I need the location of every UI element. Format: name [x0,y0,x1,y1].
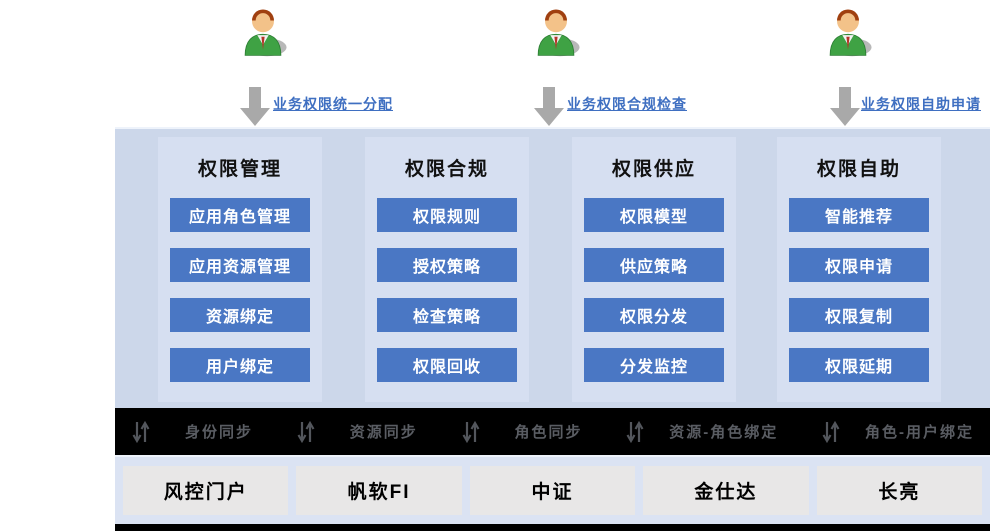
sync-item: 角色-用户绑定 [821,419,974,445]
feature-chip: 智能推荐 [789,198,929,232]
feature-chip: 权限分发 [584,298,724,332]
feature-chip: 分发监控 [584,348,724,382]
system-box: 金仕达 [643,466,809,515]
down-arrow-icon [830,87,860,126]
column-title: 权限合规 [404,159,489,180]
down-arrow-icon [534,87,564,126]
sync-bar: 身份同步 资源同步 角色同步 资源-角色绑定 [115,408,990,455]
feature-chip: 应用资源管理 [170,248,310,282]
flow-label: 业务权限自助申请 [861,96,981,112]
column-permission-provision: 权限供应 权限模型 供应策略 权限分发 分发监控 [572,137,736,402]
sync-label: 身份同步 [185,424,254,441]
person-icon [829,9,872,57]
platform-panel: 权限管理 应用角色管理 应用资源管理 资源绑定 用户绑定 权限合规 权限规则 授… [115,127,990,408]
feature-chip: 应用角色管理 [170,198,310,232]
person-icon [537,9,580,57]
system-box: 帆软FI [296,466,462,515]
feature-chip: 检查策略 [377,298,517,332]
column-permission-management: 权限管理 应用角色管理 应用资源管理 资源绑定 用户绑定 [158,137,322,402]
column-permission-compliance: 权限合规 权限规则 授权策略 检查策略 权限回收 [365,137,529,402]
flow-label: 业务权限合规检查 [567,96,687,112]
feature-chip: 权限申请 [789,248,929,282]
feature-chip: 权限回收 [377,348,517,382]
sync-arrows-icon [626,420,644,443]
sync-item: 资源同步 [296,419,418,445]
sync-item: 资源-角色绑定 [625,419,778,445]
systems-panel: 风控门户 帆软FI 中证 金仕达 长亮 [115,455,990,524]
sync-label: 资源同步 [349,424,418,441]
feature-chip: 授权策略 [377,248,517,282]
system-box: 长亮 [816,466,983,515]
column-title: 权限自助 [816,159,901,180]
system-box: 风控门户 [123,466,289,515]
sync-arrows-icon [462,420,479,443]
sync-item: 角色同步 [461,419,583,445]
feature-chip: 权限模型 [584,198,724,232]
sync-arrows-icon [297,420,315,443]
flow-label: 业务权限统一分配 [273,96,393,112]
feature-chip: 权限延期 [789,348,929,382]
bottom-divider [115,524,990,531]
sync-label: 资源-角色绑定 [669,424,779,441]
sync-arrows-icon [132,420,150,443]
feature-chip: 资源绑定 [170,298,310,332]
column-permission-selfservice: 权限自助 智能推荐 权限申请 权限复制 权限延期 [777,137,941,402]
column-title: 权限管理 [197,159,282,180]
system-box: 中证 [469,466,636,515]
sync-arrows-icon [822,420,840,443]
feature-chip: 权限规则 [377,198,517,232]
column-title: 权限供应 [611,159,696,180]
down-arrow-icon [240,87,270,126]
person-icon [244,9,287,57]
sync-label: 角色-用户绑定 [864,424,974,441]
feature-chip: 用户绑定 [170,348,310,382]
sync-item: 身份同步 [131,419,253,445]
feature-chip: 权限复制 [789,298,929,332]
sync-label: 角色同步 [514,424,583,441]
feature-chip: 供应策略 [584,248,724,282]
